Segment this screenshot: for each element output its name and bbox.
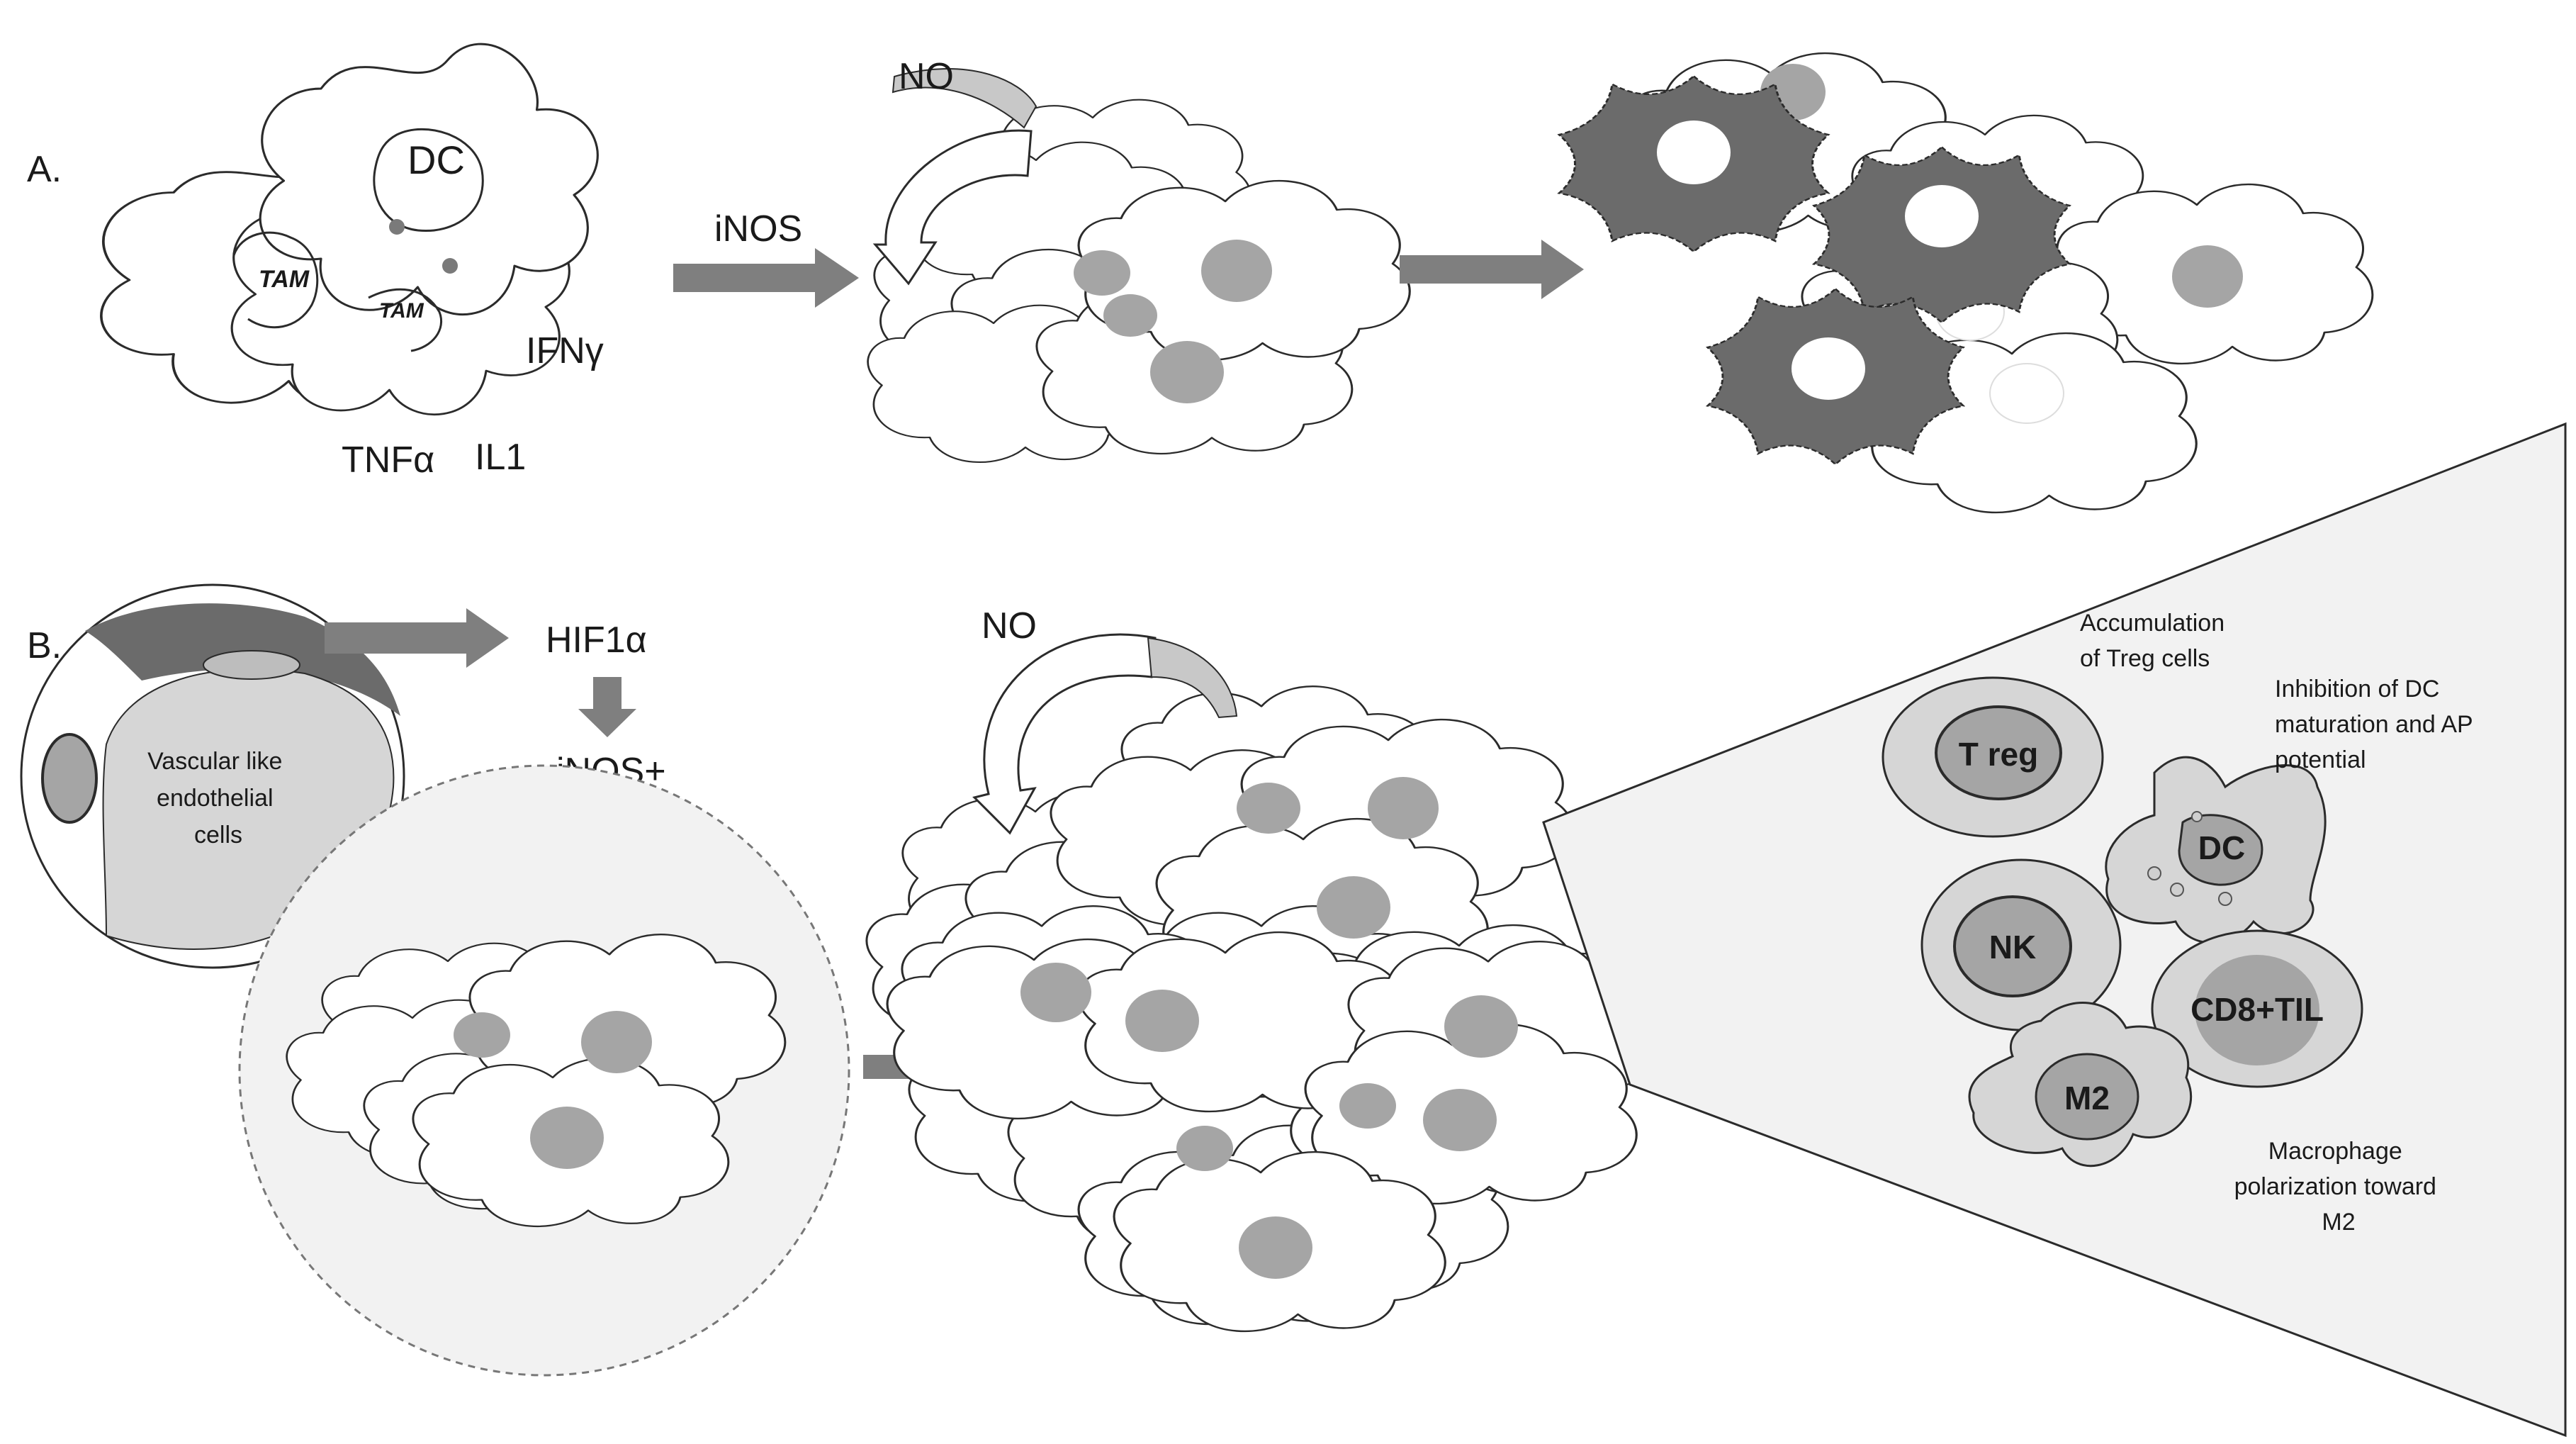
m2-label: M2 <box>2064 1080 2110 1116</box>
treg-annotation-line2: of Treg cells <box>2080 645 2210 672</box>
no-curved-arrow-a <box>872 129 1033 286</box>
tumor-stack-b-small <box>286 933 787 1228</box>
treg-annotation-line1: Accumulation <box>2080 610 2225 637</box>
hif-down-arrow <box>578 677 636 737</box>
hif-label: HIF1α <box>546 620 647 661</box>
il1-label: IL1 <box>475 437 526 478</box>
tam-outline-2 <box>368 288 443 352</box>
m2-nucleus <box>2035 1053 2139 1141</box>
cd8-label: CD8+TIL <box>2190 991 2324 1028</box>
cluster-tam-label-2: TAM <box>379 299 424 323</box>
dc-annotation: Inhibition of DC maturation and AP poten… <box>2275 676 2480 773</box>
dc-nucleus-outline <box>373 128 484 233</box>
treg-annotation: Accumulation of Treg cells <box>2080 610 2232 672</box>
cluster-tam-label-1: TAM <box>259 266 310 293</box>
nk-label: NK <box>1989 929 2036 966</box>
m2-annotation-line1: Macrophage <box>2268 1138 2402 1165</box>
vascular-label-line2: endothelial <box>157 785 273 812</box>
vascular-label: Vascular like endothelial cells <box>147 748 289 849</box>
immune-cells: T reg DC NK CD8+TIL M2 <box>1882 676 2363 1168</box>
tumor-mass-b <box>865 685 1665 1333</box>
dc-nucleus-b <box>2178 814 2263 886</box>
panel-b: B. Vascular like endothelial cells HIF1α… <box>20 422 2567 1438</box>
panel-a-label: A. <box>27 149 62 190</box>
cd8-nucleus <box>2195 955 2319 1065</box>
arrow-to-dead-cells <box>1400 240 1584 299</box>
cluster-dc-label: DC <box>407 138 465 182</box>
hif-arrow <box>325 608 509 668</box>
m2-annotation: Macrophage polarization toward M2 <box>2234 1138 2443 1236</box>
dc-annotation-line2: maturation and AP <box>2275 711 2473 738</box>
no-label-b: NO <box>982 605 1037 647</box>
inos-arrow-label: iNOS <box>714 208 802 250</box>
nk-nucleus <box>1953 895 2072 997</box>
tumor-stack-a <box>867 99 1411 464</box>
vascular-label-line1: Vascular like <box>147 748 282 775</box>
m2-annotation-line3: M2 <box>2322 1209 2355 1236</box>
dc-dot-2 <box>442 258 458 274</box>
panel-a: A. DC TAM TAM IFNγ TNFα IL1 iNOS <box>27 43 2374 514</box>
inos-arrow <box>673 248 859 308</box>
no-label-a: NO <box>899 56 954 97</box>
vascular-label-line3: cells <box>194 822 242 849</box>
dying-cells-cluster <box>1558 52 2374 514</box>
treg-label: T reg <box>1959 736 2038 773</box>
dc-dot-1 <box>389 219 405 235</box>
dc-annotation-line3: potential <box>2275 746 2366 773</box>
m2-annotation-line2: polarization toward <box>2234 1173 2436 1200</box>
dc-annotation-line1: Inhibition of DC <box>2275 676 2439 703</box>
tam-outline-1 <box>232 231 319 329</box>
dc-tam-cluster: DC TAM TAM <box>100 43 599 416</box>
no-curved-arrow-b <box>972 633 1157 835</box>
treg-nucleus <box>1935 705 2062 800</box>
tnf-label: TNFα <box>342 440 434 481</box>
dc-label-b: DC <box>2198 829 2245 866</box>
panel-b-label: B. <box>27 625 62 666</box>
ifn-label: IFNγ <box>526 330 604 371</box>
